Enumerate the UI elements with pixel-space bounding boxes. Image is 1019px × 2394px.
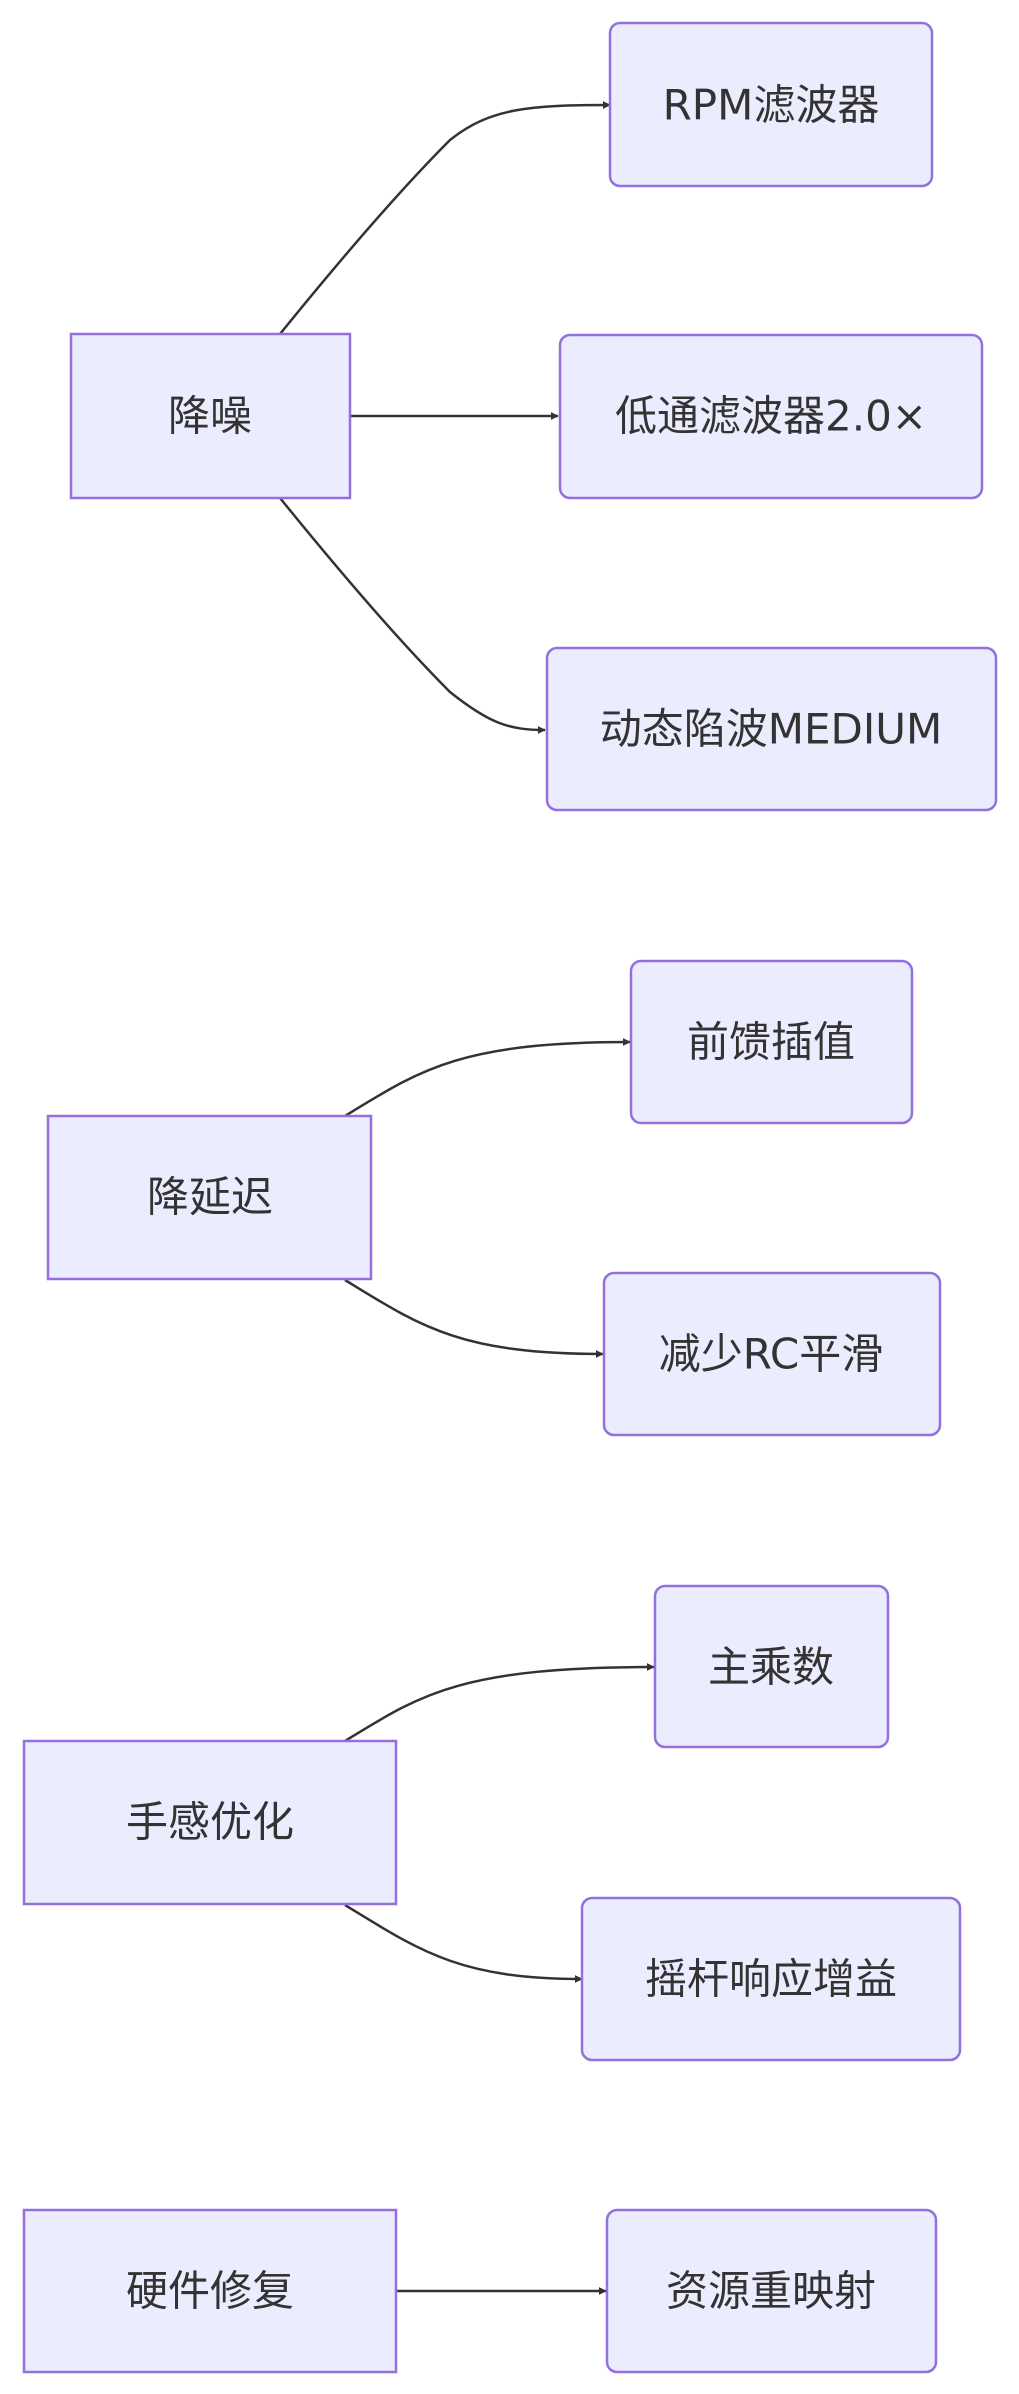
node-label: 低通滤波器2.0× — [615, 392, 927, 441]
node-label: 动态陷波MEDIUM — [600, 705, 942, 754]
node-stick-gain: 摇杆响应增益 — [580, 1896, 962, 2062]
node-label: 降延迟 — [147, 1173, 273, 1222]
node-hardware: 硬件修复 — [22, 2208, 398, 2374]
node-latency: 降延迟 — [46, 1114, 373, 1281]
edge-denoise-rpm — [279, 101, 611, 335]
node-lowpass-filter: 低通滤波器2.0× — [558, 333, 984, 500]
node-label: 主乘数 — [708, 1643, 834, 1692]
node-label: 降噪 — [168, 392, 252, 441]
edge-latency-rc — [344, 1278, 604, 1358]
node-denoise: 降噪 — [69, 332, 352, 500]
node-label: 摇杆响应增益 — [645, 1955, 897, 2004]
node-rc-smoothing: 减少RC平滑 — [602, 1271, 942, 1437]
edge-latency-feedforward — [344, 1038, 631, 1118]
node-dynamic-notch: 动态陷波MEDIUM — [545, 646, 998, 812]
node-label: 资源重映射 — [666, 2267, 876, 2316]
node-label: 前馈插值 — [687, 1018, 855, 1067]
edge-denoise-notch — [279, 497, 546, 734]
node-label: 手感优化 — [126, 1798, 294, 1847]
node-resource-remap: 资源重映射 — [605, 2208, 938, 2374]
node-label: 减少RC平滑 — [659, 1330, 883, 1379]
node-rpm-filter: RPM滤波器 — [608, 21, 934, 188]
node-master-multiplier: 主乘数 — [653, 1584, 890, 1749]
edge-feel-stick — [344, 1903, 583, 1983]
node-feel: 手感优化 — [22, 1739, 398, 1906]
node-label: RPM滤波器 — [663, 81, 880, 130]
node-feedforward: 前馈插值 — [629, 959, 914, 1125]
edge-feel-master — [344, 1663, 655, 1743]
node-label: 硬件修复 — [126, 2267, 294, 2316]
